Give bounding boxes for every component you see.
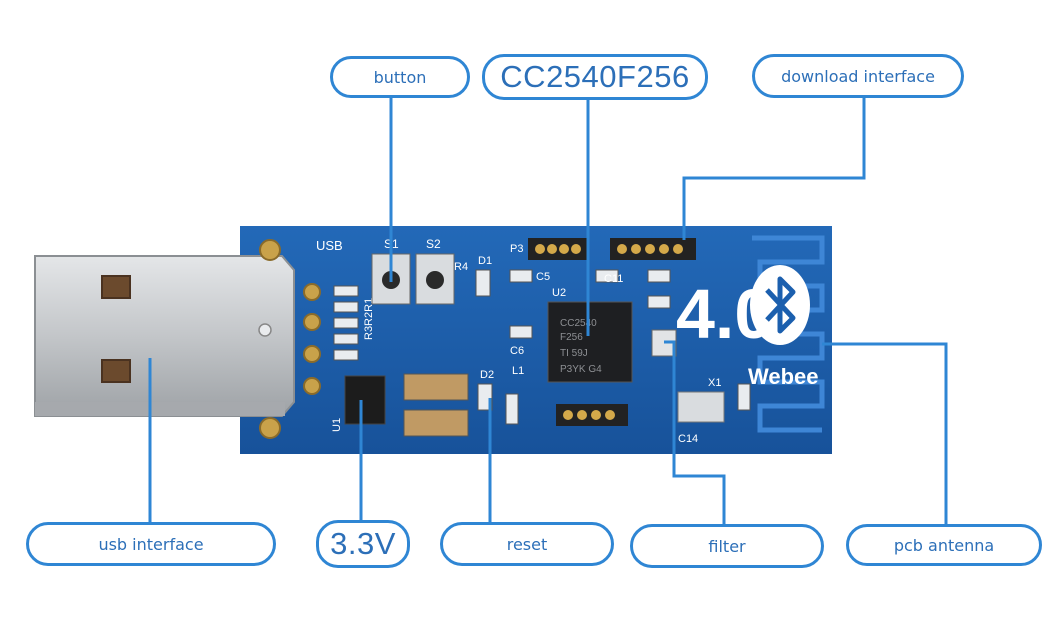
usb-connector	[34, 255, 295, 417]
chip-marking-4: P3YK G4	[560, 364, 602, 375]
silkscreen-p3: P3	[510, 243, 523, 255]
silkscreen-r3r2r1: R3R2R1	[363, 298, 375, 340]
small-components	[475, 269, 751, 425]
silkscreen-c11: C11	[604, 273, 623, 285]
header-download	[610, 238, 696, 260]
silkscreen-c6: C6	[510, 345, 524, 357]
label-reset: reset	[440, 522, 614, 566]
label-usb-interface: usb interface	[26, 522, 276, 566]
header-bottom	[556, 404, 628, 426]
silkscreen-x1: X1	[708, 377, 721, 389]
silkscreen-u2: U2	[552, 287, 566, 299]
label-button: button	[330, 56, 470, 98]
usb-pads	[259, 239, 321, 439]
silkscreen-c14: C14	[678, 433, 698, 445]
cc2540-chip	[547, 301, 633, 383]
silkscreen-u1: U1	[331, 418, 343, 432]
leader-lines	[148, 96, 948, 526]
label-download-interface: download interface	[752, 54, 964, 98]
chip-marking-1: CC2540	[560, 318, 597, 329]
silkscreen-r4: R4	[454, 261, 468, 273]
label-filter: filter	[630, 524, 824, 568]
resistors-r1-r3	[333, 285, 359, 361]
silkscreen-c5: C5	[536, 271, 550, 283]
crystal-x1	[677, 391, 725, 423]
silkscreen-usb: USB	[316, 238, 343, 253]
button-s2	[415, 253, 455, 305]
leader-filter	[664, 340, 726, 524]
label-voltage: 3.3V	[316, 520, 410, 568]
silkscreen-s2: S2	[426, 237, 441, 251]
leader-download	[682, 98, 866, 240]
chip-marking-3: TI 59J	[560, 348, 588, 359]
silkscreen-d2: D2	[480, 369, 494, 381]
silkscreen-d1: D1	[478, 255, 492, 267]
chip-marking-2: F256	[560, 332, 583, 343]
leader-antenna	[822, 342, 948, 526]
silkscreen-l1: L1	[512, 365, 524, 377]
label-chip: CC2540F256	[482, 54, 708, 100]
regulator-u1	[344, 375, 386, 425]
bluetooth-icon	[750, 265, 810, 345]
logo-brand: Webee	[748, 364, 819, 389]
header-p3	[528, 238, 588, 260]
bulk-capacitors	[403, 373, 469, 437]
label-pcb-antenna: pcb antenna	[846, 524, 1042, 566]
